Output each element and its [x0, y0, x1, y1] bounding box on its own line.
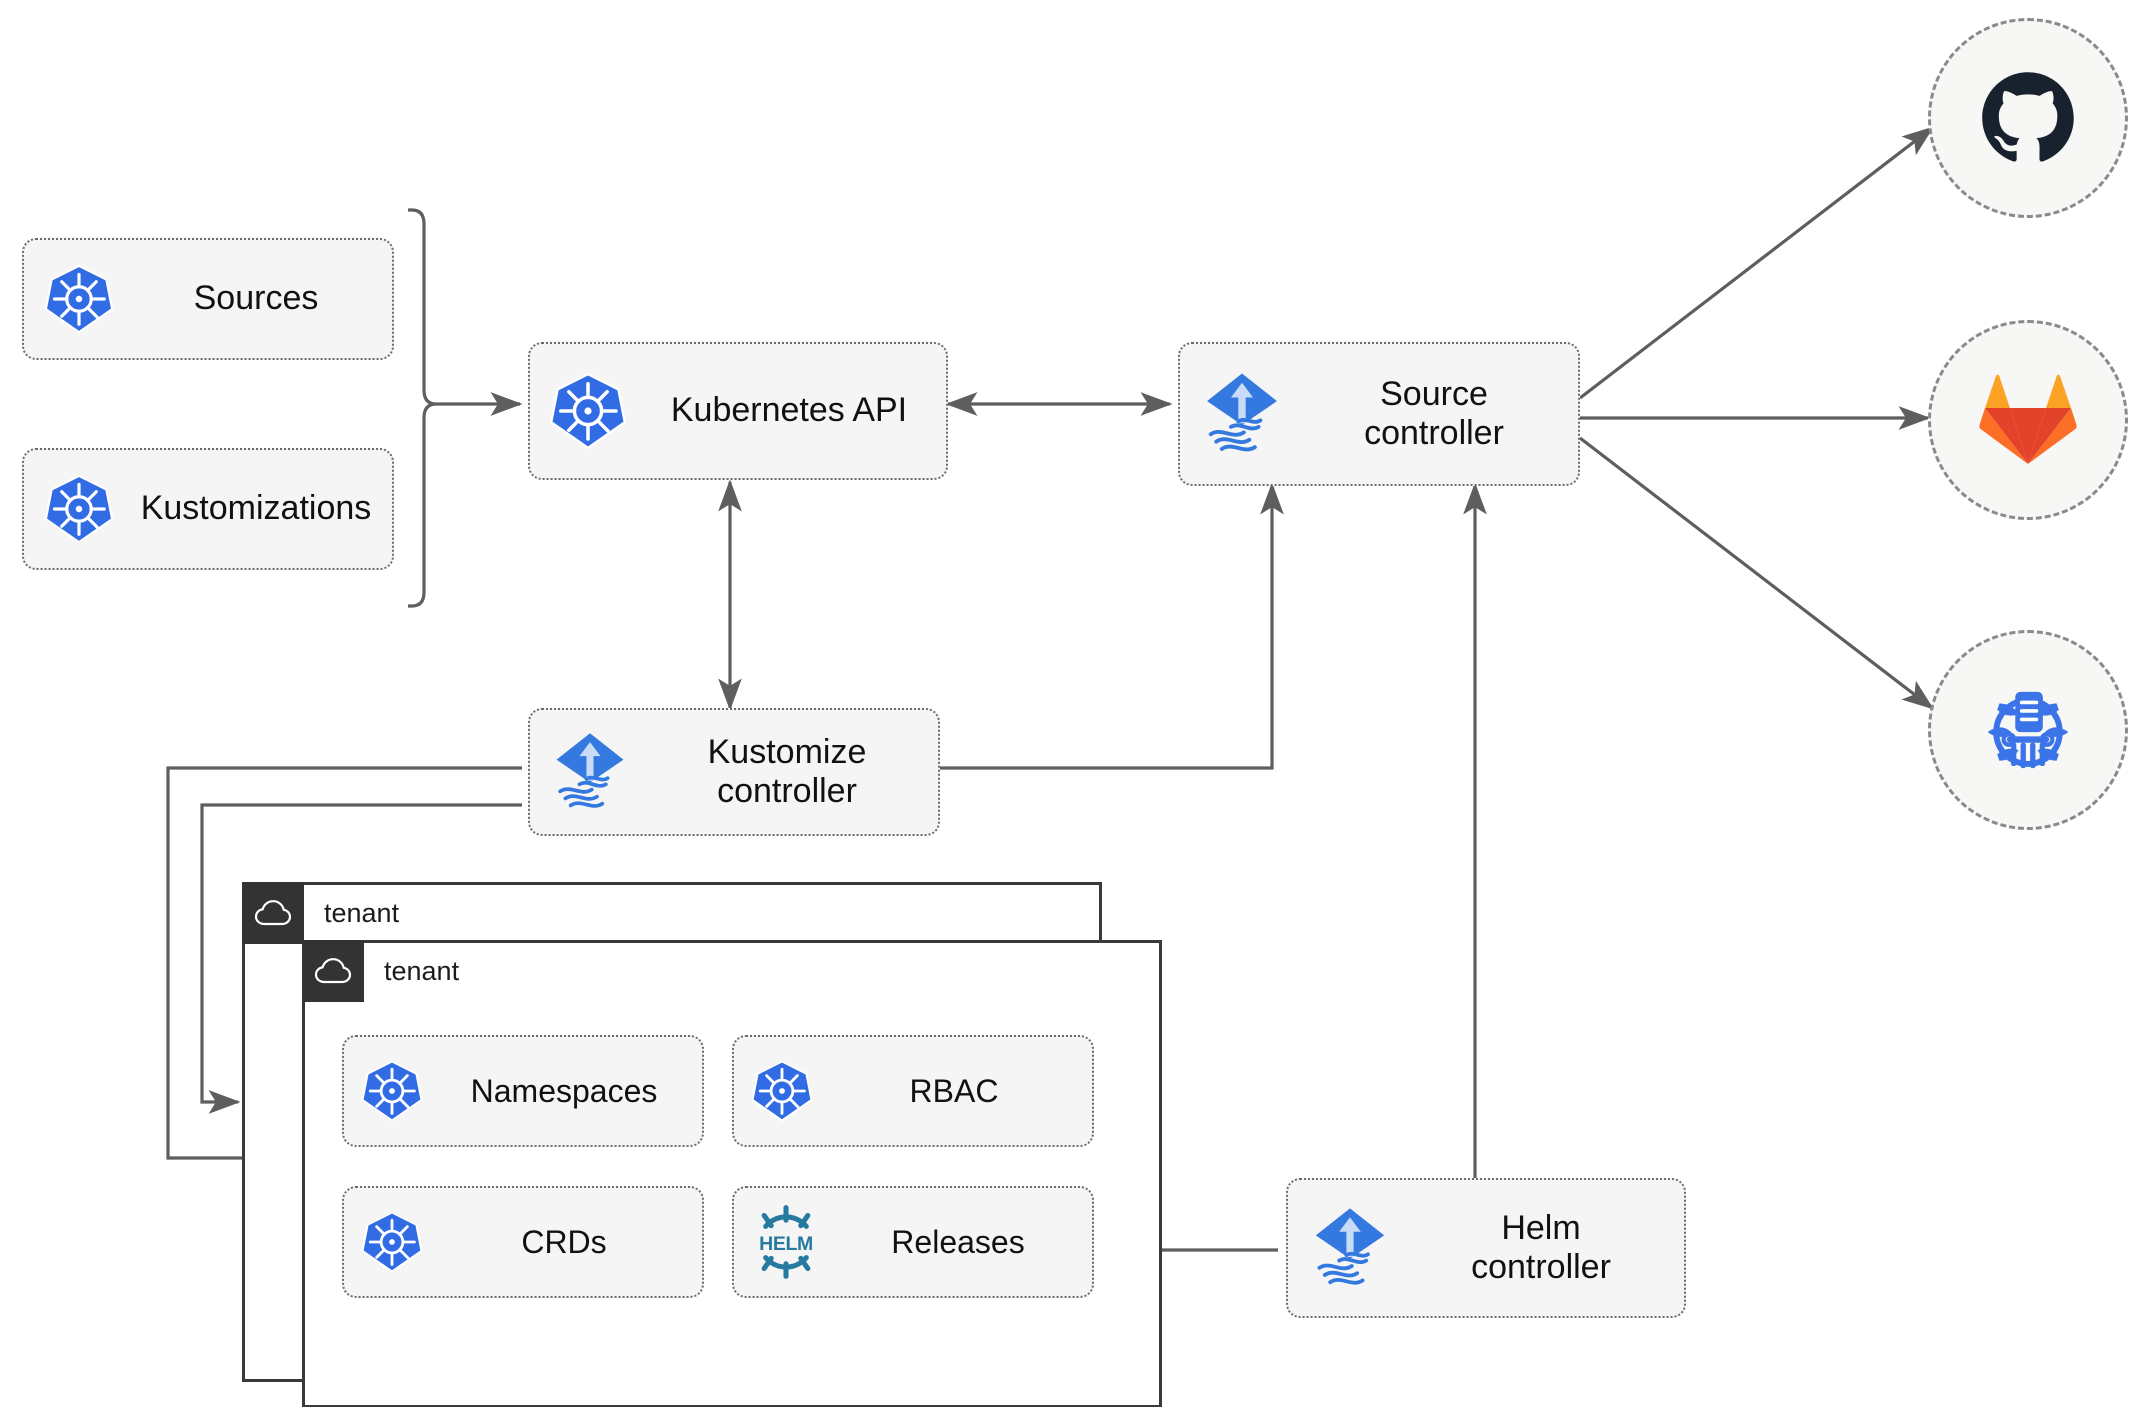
gitlab-icon: [1978, 372, 2078, 468]
node-source-controller-label: Source controller: [1364, 374, 1504, 452]
helm-icon: HELM: [734, 1203, 838, 1281]
flux-icon: [530, 728, 650, 816]
kubernetes-icon: [734, 1059, 830, 1123]
kubernetes-icon: [24, 263, 134, 335]
flux-icon: [1288, 1203, 1412, 1293]
tenant-outer-label: tenant: [324, 897, 400, 928]
node-rbac-label: RBAC: [909, 1072, 999, 1109]
tenant-inner-label: tenant: [384, 955, 460, 986]
edge-sources-bracket: [408, 208, 437, 608]
node-sources-label: Sources: [193, 279, 319, 318]
node-helm-controller[interactable]: Helm controller: [1286, 1178, 1686, 1318]
edge-source-to-helm-repo: [1579, 436, 1935, 710]
node-sources[interactable]: Sources: [22, 238, 394, 360]
node-kubernetes-api[interactable]: Kubernetes API: [528, 342, 948, 480]
cloud-icon: [302, 940, 364, 1002]
kubernetes-icon: [24, 473, 134, 545]
node-rbac[interactable]: RBAC: [732, 1035, 1094, 1147]
node-kustomize-controller-label: Kustomize controller: [707, 732, 867, 810]
tenant-inner-header: tenant: [302, 940, 459, 1002]
kubernetes-icon: [344, 1210, 440, 1274]
node-kustomizations-label: Kustomizations: [140, 489, 372, 528]
cloud-icon: [242, 882, 304, 944]
node-helm-controller-label: Helm controller: [1471, 1208, 1611, 1286]
node-releases[interactable]: HELM Releases: [732, 1186, 1094, 1298]
flux-icon: [1180, 368, 1304, 460]
node-crds-label: CRDs: [521, 1223, 607, 1260]
kubernetes-icon: [530, 371, 646, 451]
tenant-outer-header: tenant: [242, 882, 399, 944]
kubernetes-icon: [344, 1059, 440, 1123]
provider-helm-repository[interactable]: [1928, 630, 2128, 830]
node-kustomize-controller[interactable]: Kustomize controller: [528, 708, 940, 836]
edge-kustomize-to-source: [940, 482, 1284, 770]
edge-source-to-github: [1579, 126, 1935, 400]
tenant-inner-container[interactable]: tenant: [302, 940, 1162, 1407]
node-source-controller[interactable]: Source controller: [1178, 342, 1580, 486]
provider-github[interactable]: [1928, 18, 2128, 218]
github-icon: [1976, 66, 2080, 170]
svg-text:HELM: HELM: [759, 1233, 813, 1255]
helm-registry-icon: [1975, 677, 2081, 783]
node-kustomizations[interactable]: Kustomizations: [22, 448, 394, 570]
node-kubernetes-api-label: Kubernetes API: [670, 391, 908, 430]
node-releases-label: Releases: [891, 1223, 1025, 1260]
provider-gitlab[interactable]: [1928, 320, 2128, 520]
node-namespaces[interactable]: Namespaces: [342, 1035, 704, 1147]
node-namespaces-label: Namespaces: [470, 1072, 658, 1109]
node-crds[interactable]: CRDs: [342, 1186, 704, 1298]
